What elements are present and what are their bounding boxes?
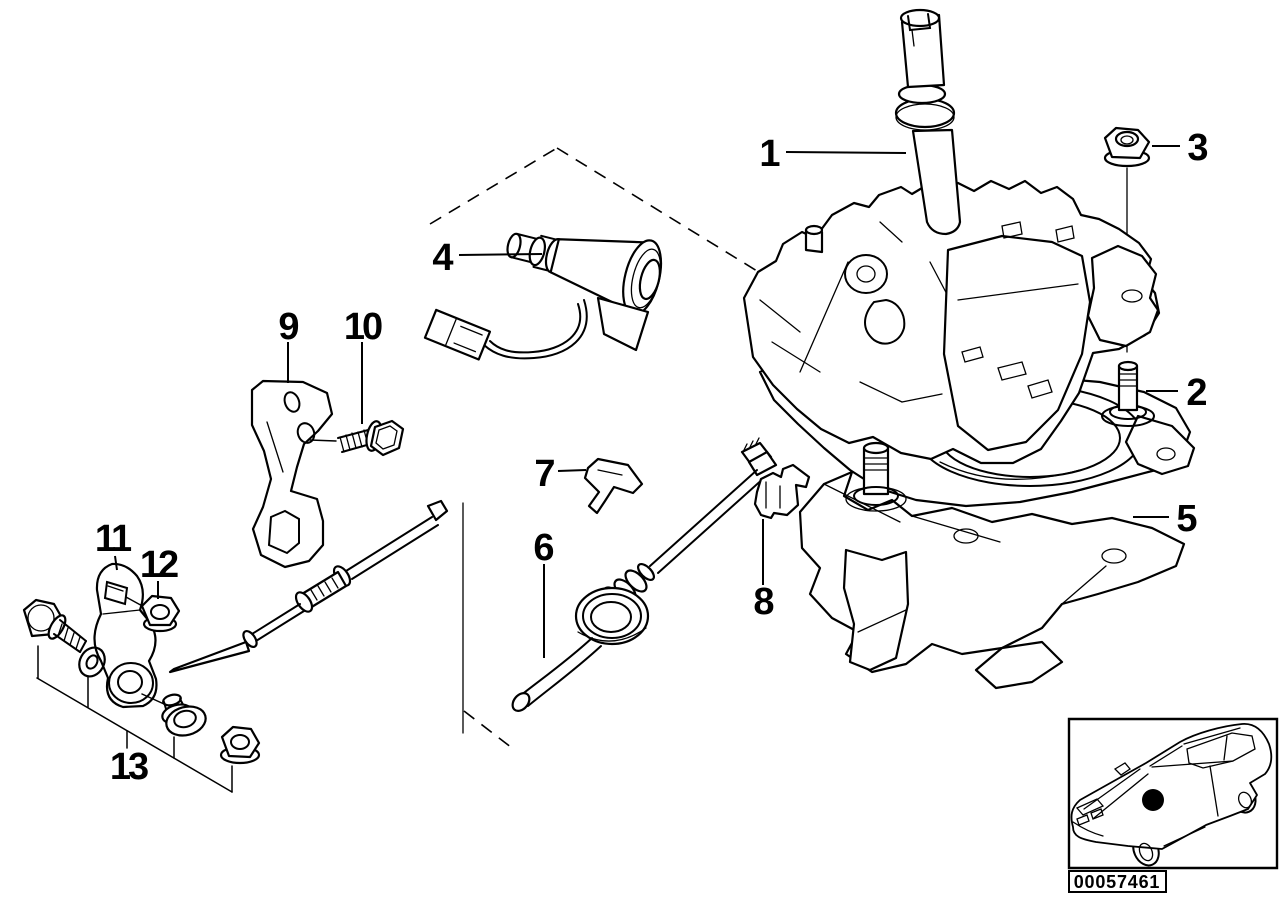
part-fastener-kit-13 — [24, 600, 259, 792]
shift-lever — [896, 10, 960, 234]
callout-12[interactable]: 12 — [140, 544, 181, 599]
callout-3-label[interactable]: 3 — [1187, 127, 1208, 169]
callout-10[interactable]: 10 — [344, 306, 385, 424]
callout-6[interactable]: 6 — [533, 527, 555, 658]
part-lever-arm-11 — [95, 564, 165, 707]
callout-11[interactable]: 11 — [95, 518, 135, 570]
part-shifter-assembly-1 — [744, 10, 1159, 463]
part-cable-6 — [509, 438, 776, 714]
part-bolt-10 — [338, 420, 403, 455]
callout-8-label[interactable]: 8 — [753, 581, 774, 623]
location-dot — [1142, 789, 1164, 811]
callout-4[interactable]: 4 — [432, 237, 542, 279]
solenoid-connector — [425, 310, 490, 360]
kit-bracket-lines — [37, 646, 232, 792]
callout-2[interactable]: 2 — [1146, 372, 1208, 414]
image-code: 00057461 — [1074, 872, 1161, 892]
callout-1[interactable]: 1 — [759, 133, 906, 175]
callout-8[interactable]: 8 — [753, 519, 775, 623]
callout-5[interactable]: 5 — [1133, 498, 1198, 540]
selector-rod — [170, 501, 447, 672]
callout-13-label[interactable]: 13 — [110, 746, 151, 788]
part-clip-7 — [585, 459, 642, 513]
callout-7[interactable]: 7 — [534, 453, 586, 495]
car-inset-border — [1069, 719, 1277, 868]
callout-2-label[interactable]: 2 — [1186, 372, 1207, 414]
car-inset: 00057461 — [1069, 719, 1277, 892]
callout-12-label[interactable]: 12 — [140, 544, 181, 586]
callout-7-label[interactable]: 7 — [534, 453, 555, 495]
solenoid-bracket-fin — [598, 298, 648, 350]
callouts: 1 2 3 4 5 6 7 8 — [95, 127, 1209, 788]
callout-10-label[interactable]: 10 — [344, 306, 385, 348]
part-nut-3 — [1105, 128, 1149, 166]
callout-9[interactable]: 9 — [278, 306, 300, 383]
callout-5-label[interactable]: 5 — [1176, 498, 1197, 540]
callout-13[interactable]: 13 — [110, 746, 151, 788]
bushing — [160, 693, 209, 740]
sedan-car-icon — [1071, 724, 1271, 870]
cable-grommet — [576, 588, 648, 644]
kidney-grille-icon — [1077, 815, 1089, 825]
image-code-border — [1069, 871, 1166, 892]
callout-6-label[interactable]: 6 — [533, 527, 554, 569]
flange-nut — [221, 727, 259, 763]
callout-11-label[interactable]: 11 — [95, 518, 135, 560]
part-base-bracket-5 — [800, 472, 1184, 688]
mount-stud-left — [846, 443, 906, 511]
side-mirror-icon — [1115, 763, 1130, 775]
callout-3[interactable]: 3 — [1152, 127, 1209, 169]
callout-4-label[interactable]: 4 — [432, 237, 453, 279]
part-nut-12 — [142, 596, 179, 631]
image-code-box: 00057461 — [1069, 871, 1166, 892]
callout-1-label[interactable]: 1 — [759, 133, 780, 175]
part-stud-2 — [1102, 362, 1194, 474]
part-solenoid-4 — [425, 207, 668, 359]
callout-9-label[interactable]: 9 — [278, 306, 299, 348]
part-bracket-9 — [252, 381, 336, 567]
part-retainer-clip-8 — [755, 465, 809, 518]
